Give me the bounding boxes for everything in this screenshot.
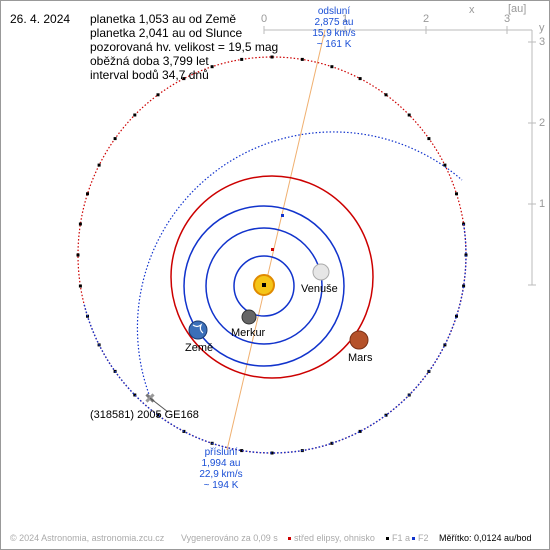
footer-f2-legend: F2 [418, 533, 429, 543]
orbit-position-dot [358, 429, 362, 433]
legend-center-square [288, 537, 291, 540]
orbit-position-dot [133, 393, 137, 397]
orbit-position-dot [240, 449, 244, 453]
orbit-position-dot [76, 253, 80, 257]
orbit-position-dot [443, 163, 447, 167]
orbit-position-dot [78, 284, 82, 288]
info-line-period: oběžná doba 3,799 let [90, 54, 209, 68]
orbit-position-dot [156, 93, 160, 97]
orbit-position-dot [182, 77, 186, 81]
asteroid-orbit-below-ecliptic [83, 223, 467, 454]
axis-unit-label: [au] [508, 3, 527, 15]
asteroid-label: (318581) 2005 GE168 [90, 409, 199, 421]
orbit-position-dot [464, 253, 468, 257]
mars-orbit [170, 175, 374, 379]
footer-f1-legend: F1 a [392, 533, 411, 543]
footer-generated: Vygenerováno za 0,09 s [181, 533, 278, 543]
aphelion-distance: 2,875 au [314, 17, 354, 28]
perihelion-title: přísluní [204, 447, 238, 458]
y-tick-label-1: 1 [539, 198, 546, 210]
info-line-distance-sun: planetka 2,041 au od Slunce [90, 26, 243, 40]
orbit-position-dot [358, 77, 362, 81]
venus-icon [312, 263, 330, 281]
orbit-position-dot [210, 65, 214, 69]
aphelion-title: odsluní [317, 6, 351, 17]
perihelion-speed: 22,9 km/s [199, 469, 243, 480]
orbit-position-dot [133, 113, 137, 117]
orbit-position-dot [330, 65, 334, 69]
orbit-position-dot [384, 93, 388, 97]
y-tick-label-3: 3 [539, 36, 546, 48]
venus-orbit [205, 227, 323, 345]
axes [263, 26, 536, 286]
x-tick-label-0: 0 [261, 13, 268, 25]
x-tick-label-2: 2 [423, 13, 430, 25]
mercury-orbit [233, 255, 295, 317]
x-tick-label-3: 3 [504, 13, 511, 25]
axis-y-letter: y [539, 22, 545, 34]
orbit-position-dot [97, 163, 101, 167]
perihelion-distance: 1,994 au [201, 458, 241, 469]
y-tick-label-2: 2 [539, 117, 546, 129]
earth-label: Země [185, 342, 214, 354]
axis-x-letter: x [469, 4, 475, 16]
info-line-magnitude: pozorovaná hv. velikost = 19,5 mag [90, 40, 279, 54]
orbit-position-dot [330, 441, 334, 445]
orbit-position-dot [156, 413, 160, 417]
legend-f1-square [386, 537, 389, 540]
orbit-position-dot [270, 55, 274, 59]
legend-f2-square [412, 537, 415, 540]
orbit-position-dot [407, 113, 411, 117]
orbit-position-dot [384, 413, 388, 417]
orbit-position-dot [427, 137, 431, 141]
aphelion-temp: ~ 161 K [316, 39, 352, 50]
orbit-position-dots [76, 55, 468, 455]
footer-copyright: © 2024 Astronomia, astronomia.zcu.cz [10, 533, 165, 543]
date-label: 26. 4. 2024 [10, 12, 71, 26]
aphelion-label: odsluní 2,875 au 15,9 km/s ~ 161 K [303, 6, 365, 50]
mercury-icon [241, 309, 257, 325]
footer-scale: Měřítko: 0,0124 au/bod [439, 533, 532, 543]
info-line-interval: interval bodů 34,7 dnů [90, 68, 209, 82]
orbit-position-dot [86, 192, 89, 196]
x-tick-label-1: 1 [342, 13, 349, 25]
focus-f2-marker [281, 214, 284, 217]
mars-icon [349, 330, 369, 350]
mars-label: Mars [348, 352, 373, 364]
asteroid-orbit-below [136, 131, 463, 398]
perihelion-temp: ~ 194 K [203, 480, 239, 491]
aphelion-speed: 15,9 km/s [312, 28, 356, 39]
perihelion-label: přísluní 1,994 au 22,9 km/s ~ 194 K [190, 447, 252, 491]
orbit-position-dot [78, 222, 82, 226]
sun-focus-marker [262, 283, 266, 287]
ellipse-center-marker [271, 248, 274, 251]
venus-label: Venuše [301, 283, 338, 295]
orbit-position-dot [462, 284, 466, 288]
orbit-position-dot [300, 57, 304, 61]
mercury-label: Merkur [231, 327, 266, 339]
orbit-position-dot [443, 343, 447, 347]
asteroid-pointer-line [149, 397, 169, 413]
footer-center-legend: střed elipsy, ohnisko [294, 533, 375, 543]
info-line-distance-earth: planetka 1,053 au od Země [90, 12, 237, 26]
earth-cloud-detail [192, 323, 204, 334]
orbit-position-dot [270, 451, 274, 455]
orbit-position-dot [240, 57, 244, 61]
apsis-line [226, 29, 326, 451]
orbit-position-dot [455, 314, 458, 318]
orbit-position-dot [455, 192, 458, 196]
earth-orbit [183, 205, 345, 367]
earth-icon [188, 320, 208, 340]
orbit-position-dot [113, 137, 117, 141]
